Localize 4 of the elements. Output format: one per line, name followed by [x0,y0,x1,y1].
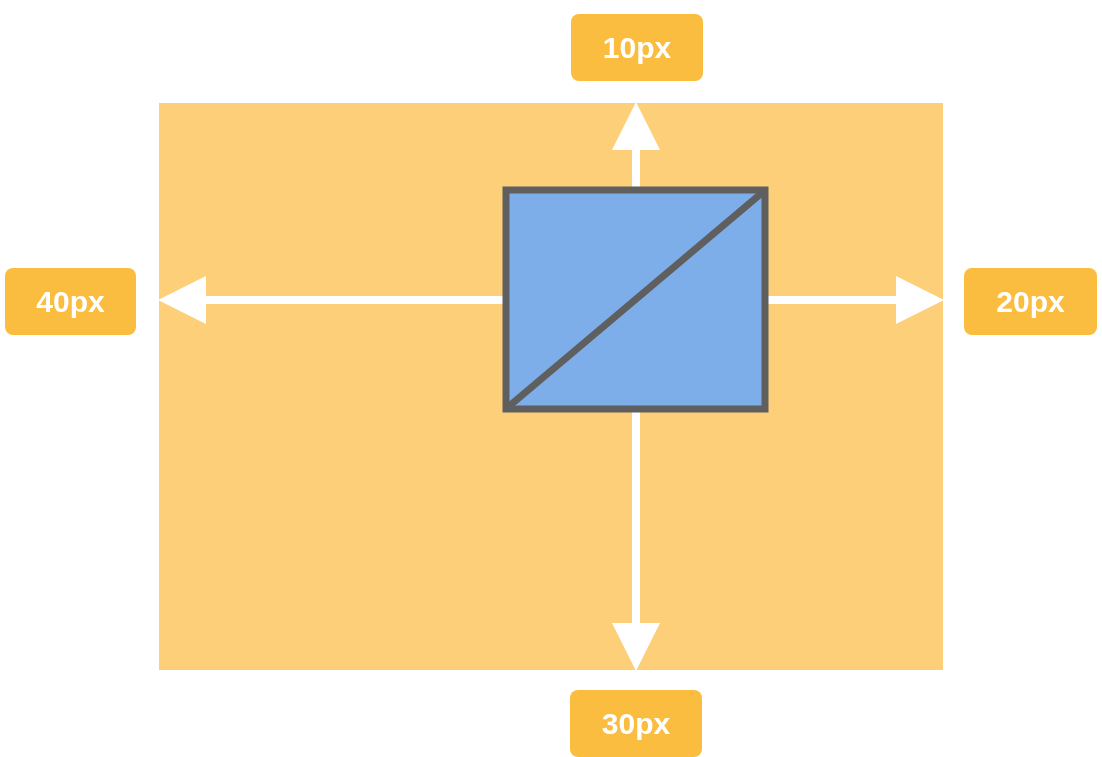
dimension-label: 40px [5,268,136,335]
dimension-label: 30px [570,690,702,757]
dimension-label: 20px [964,268,1097,335]
dimension-label: 10px [571,14,703,81]
